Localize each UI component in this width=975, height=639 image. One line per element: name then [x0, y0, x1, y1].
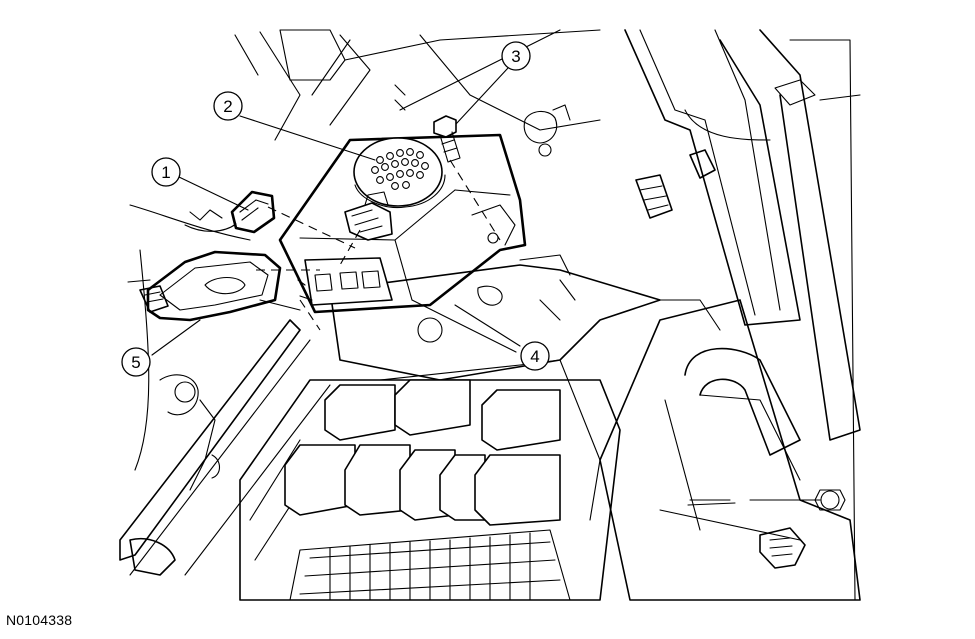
connector-bracket [127, 250, 301, 322]
callout-2: 2 [213, 91, 243, 121]
fuse-array [289, 529, 571, 601]
electrical-connector [184, 190, 276, 234]
figure-id: N0104338 [6, 612, 73, 628]
callout-5-number: 5 [131, 353, 140, 372]
callout-2-number: 2 [223, 97, 232, 116]
callout-3-number: 3 [511, 47, 520, 66]
speaker-grille [371, 148, 429, 190]
leader-lines [151, 67, 521, 356]
bolt [433, 115, 461, 163]
callout-1: 1 [151, 157, 181, 187]
junction-box [239, 379, 621, 601]
instrument-panel-frame [119, 29, 861, 601]
grommet [523, 104, 571, 157]
assembly-guide-lines [256, 159, 501, 331]
callout-4-number: 4 [530, 347, 539, 366]
callout-4: 4 [520, 341, 550, 371]
callout-3: 3 [501, 41, 531, 71]
callout-5: 5 [121, 347, 151, 377]
chime-speaker [344, 137, 446, 241]
callout-1-number: 1 [161, 163, 170, 182]
